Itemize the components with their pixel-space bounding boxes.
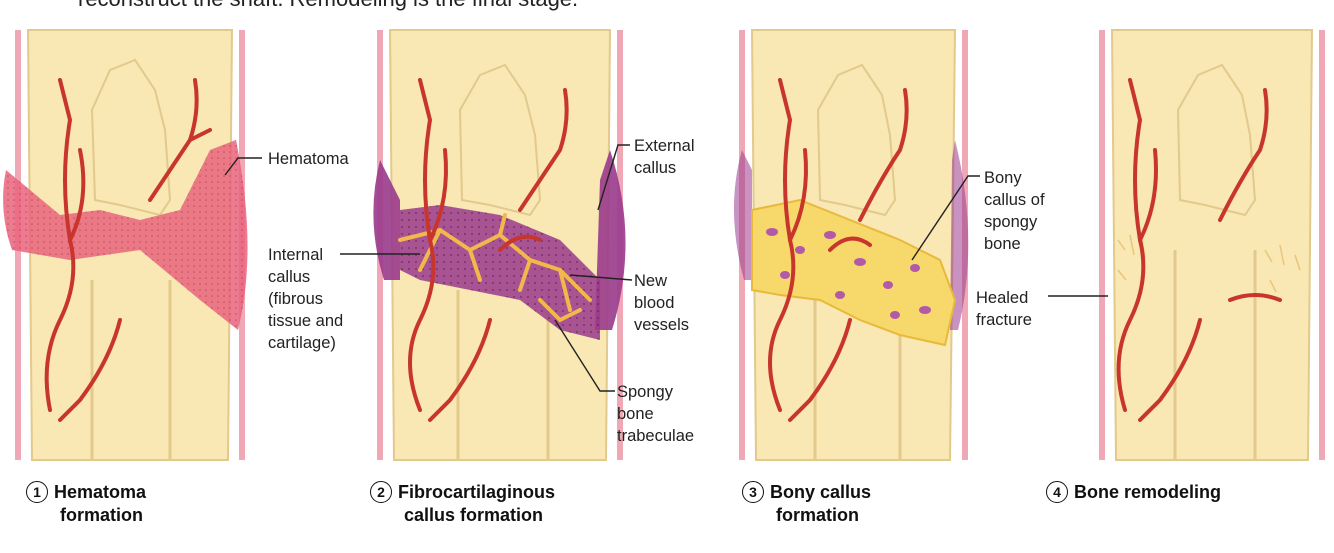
label-healed-fracture: Healed fracture [976, 287, 1032, 331]
step-caption-4: 4 Bone remodeling [1046, 481, 1221, 504]
step-title-4a: Bone remodeling [1074, 482, 1221, 502]
step-caption-3: 3 Bony callus formation [742, 481, 871, 527]
step-number-3: 3 [742, 481, 764, 503]
step-caption-1: 1 Hematoma formation [26, 481, 146, 527]
step-title-2a: Fibrocartilaginous [398, 482, 555, 502]
step-number-2: 2 [370, 481, 392, 503]
step-caption-2: 2 Fibrocartilaginous callus formation [370, 481, 555, 527]
step-number-4: 4 [1046, 481, 1068, 503]
label-hematoma: Hematoma [268, 148, 349, 170]
label-new-blood-vessels: New blood vessels [634, 270, 689, 336]
step-number-1: 1 [26, 481, 48, 503]
step-title-3a: Bony callus [770, 482, 871, 502]
leader-lines [225, 145, 1108, 391]
step-title-3b: formation [776, 505, 859, 525]
panel-1-hematoma-drawing [3, 30, 247, 460]
label-spongy-bone-trabeculae: Spongy bone trabeculae [617, 381, 694, 447]
label-bony-callus-of-spongy-bone: Bony callus of spongy bone [984, 167, 1045, 255]
panel-2-fibrocartilaginous-drawing [373, 30, 625, 460]
panel-4-remodeling-drawing [1102, 30, 1322, 460]
step-title-1a: Hematoma [54, 482, 146, 502]
step-title-2b: callus formation [404, 505, 543, 525]
step-title-1b: formation [60, 505, 143, 525]
panel-3-bony-callus-drawing [734, 30, 968, 460]
label-external-callus: External callus [634, 135, 695, 179]
label-internal-callus: Internal callus (fibrous tissue and cart… [268, 244, 343, 354]
